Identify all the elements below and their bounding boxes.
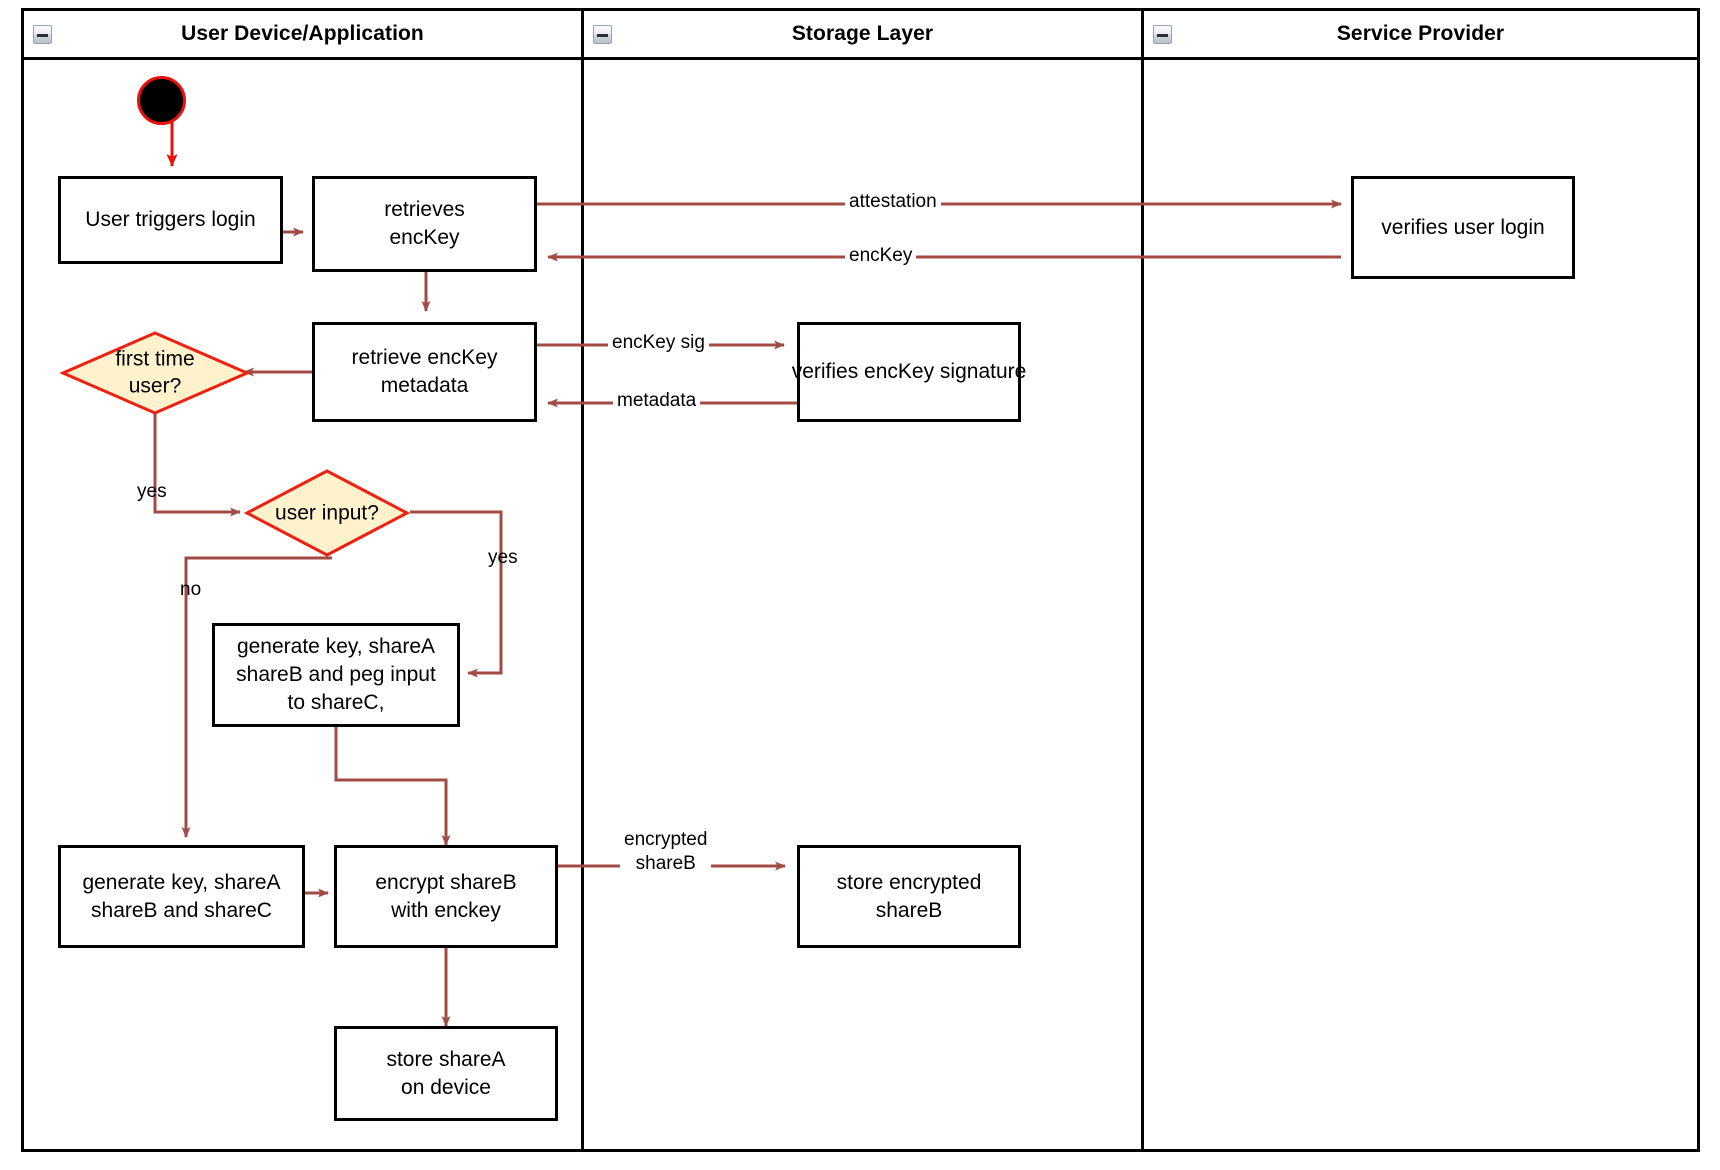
node-label-encrypt-shareb-line1: encrypt shareB [375, 870, 517, 894]
minus-box-icon[interactable] [1153, 25, 1172, 44]
edge-label-attestation: attestation [845, 190, 941, 215]
node-user-triggers-login[interactable]: User triggers login [58, 176, 283, 264]
node-label-generate-abc-line2: shareB and shareC [91, 898, 272, 922]
node-label-store-encrypted-shareb-line1: store encrypted [836, 870, 982, 894]
node-generate-abc[interactable]: generate key, shareA shareB and shareC [58, 845, 305, 948]
lane-title-service-provider: Service Provider [1336, 22, 1505, 45]
lane-title-user-device: User Device/Application [181, 22, 424, 45]
minus-box-icon[interactable] [593, 25, 612, 44]
minus-box-icon[interactable] [33, 25, 52, 44]
node-label-retrieve-metadata-line1: retrieve encKey [351, 346, 498, 370]
node-initial[interactable] [137, 76, 186, 125]
diamond-shape [60, 331, 250, 415]
node-label-encrypt-shareb-line2: with enckey [391, 898, 501, 922]
lane-header-user-device[interactable]: User Device/Application [24, 11, 581, 60]
node-store-encrypted-shareb[interactable]: store encrypted shareB [797, 845, 1021, 948]
node-label-store-sharea-line1: store shareA [386, 1047, 506, 1071]
node-label-user-triggers-login: User triggers login [85, 208, 256, 232]
node-label-generate-peg-line3: to shareC, [287, 690, 385, 714]
lane-title-storage-layer: Storage Layer [791, 22, 934, 45]
edge-label-metadata: metadata [613, 389, 701, 414]
lane-header-service-provider[interactable]: Service Provider [1144, 11, 1697, 60]
node-label-generate-peg-line1: generate key, shareA [236, 635, 436, 659]
node-label-retrieve-metadata-line2: metadata [380, 374, 469, 397]
diamond-shape [244, 469, 410, 557]
node-store-sharea[interactable]: store shareA on device [334, 1026, 558, 1121]
lane-divider-2 [1141, 11, 1144, 1149]
node-label-store-encrypted-shareb-line2: shareB [875, 898, 943, 922]
node-verifies-user-login[interactable]: verifies user login [1351, 176, 1575, 279]
lane-header-storage-layer[interactable]: Storage Layer [584, 11, 1141, 60]
node-label-retrieves-enckey-line2: encKey [389, 226, 460, 249]
node-label-verifies-user-login: verifies user login [1381, 215, 1545, 239]
edge-label-enckey-sig: encKey sig [608, 331, 709, 356]
node-retrieves-enckey[interactable]: retrieves encKey [312, 176, 537, 272]
edge-label-encrypted-shareb: encrypted shareB [620, 829, 712, 876]
node-encrypt-shareb[interactable]: encrypt shareB with enckey [334, 845, 558, 948]
edge-label-yes-first-time: yes [137, 481, 167, 502]
node-verifies-enckey-signature[interactable]: verifies encKey signature [792, 322, 1026, 422]
edge-label-no-user-input: no [180, 579, 202, 600]
node-decision-first-time-user[interactable]: first time user? [60, 330, 250, 416]
lane-divider-1 [581, 11, 584, 1149]
node-generate-peg[interactable]: generate key, shareA shareB and peg inpu… [212, 623, 460, 727]
edge-label-yes-user-input: yes [488, 547, 518, 568]
node-label-retrieves-enckey-line1: retrieves [384, 198, 465, 222]
node-decision-user-input[interactable]: user input? [244, 468, 410, 558]
edge-label-encrypted-shareb-line2: shareB [635, 852, 696, 874]
node-label-verifies-enckey-signature: verifies encKey signature [791, 360, 1027, 384]
node-label-generate-peg-line2: shareB and peg input [236, 663, 436, 687]
node-label-store-sharea-line2: on device [401, 1075, 491, 1099]
edge-label-enckey: encKey [845, 244, 917, 269]
edge-label-encrypted-shareb-line1: encrypted [624, 829, 708, 850]
node-label-generate-abc-line1: generate key, shareA [82, 870, 281, 894]
node-retrieve-enckey-metadata[interactable]: retrieve encKey metadata [312, 322, 537, 422]
